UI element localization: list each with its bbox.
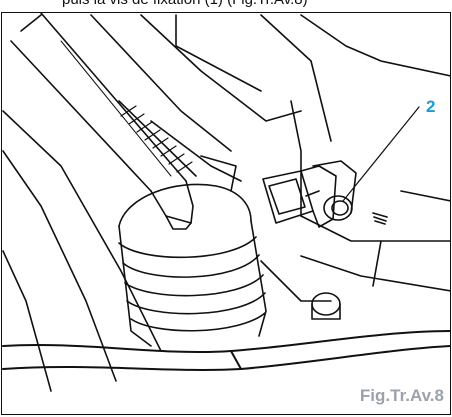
shock-absorber-bellows [118,183,267,347]
technical-drawing [2,13,450,392]
figure-label: Fig.Tr.Av.8 [359,386,444,405]
lower-nut [311,292,341,320]
foreground-arm [2,330,450,371]
cropped-top-text: puis la vis de fixation (1) (Fig.Tr.Av.8… [0,0,452,12]
header-cropped-line: puis la vis de fixation (1) (Fig.Tr.Av.8… [62,0,308,8]
callout-leader-line [342,106,420,202]
diagram-frame: 2 Fig.Tr.Av.8 [1,12,451,415]
allen-key [10,13,194,230]
callout-number: 2 [426,97,436,116]
threaded-rod [118,100,197,177]
sensor-connector [262,160,388,228]
